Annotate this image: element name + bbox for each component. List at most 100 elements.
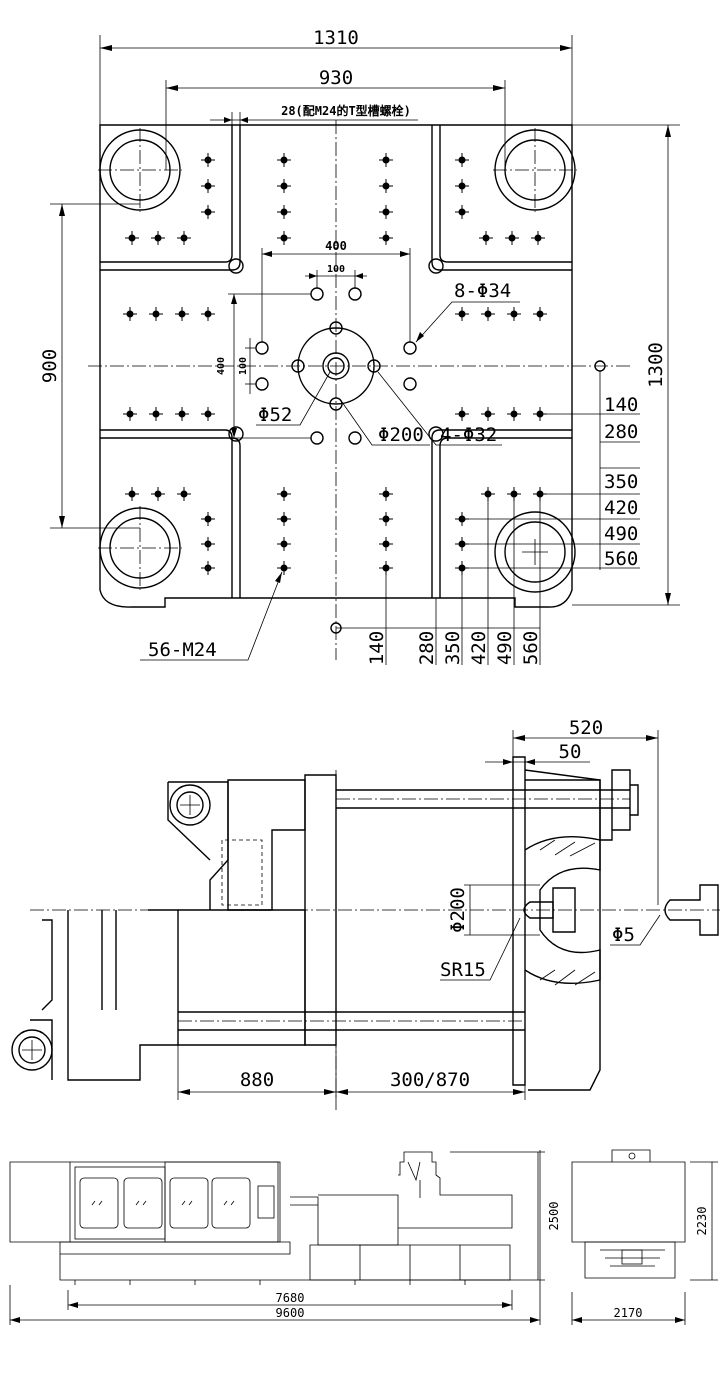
tiebars <box>178 789 630 1031</box>
side-dims <box>177 730 661 1100</box>
tiebar-holes <box>99 129 576 593</box>
thread-hole-cross <box>277 153 291 167</box>
dim-bottom-offset-5: 490 <box>494 631 516 665</box>
thread-hole-cross <box>277 512 291 526</box>
dim-hole-span: 400 <box>325 239 347 253</box>
thread-hole-cross <box>149 407 163 421</box>
dim-clamp-len: 880 <box>240 1069 274 1091</box>
thread-hole-cross <box>507 307 521 321</box>
thread-hole-cross <box>507 407 521 421</box>
thread-hole-cross <box>277 561 291 575</box>
inner-dims <box>228 248 411 439</box>
thread-hole-cross <box>201 179 215 193</box>
dim-right-offset-4: 420 <box>604 497 638 519</box>
dim-tiebar-span-h: 930 <box>319 67 353 89</box>
thread-hole-cross <box>201 561 215 575</box>
dim-end-height: 2230 <box>695 1207 709 1236</box>
dim-bottom-offset-2: 280 <box>416 631 438 665</box>
thread-hole-cross <box>125 231 139 245</box>
thread-hole-cross <box>201 307 215 321</box>
thread-hole-cross <box>479 231 493 245</box>
dim-platen-width: 1310 <box>313 27 359 49</box>
tslot-corner-circle <box>228 258 244 274</box>
dim-machine-width: 2170 <box>614 1306 643 1320</box>
thread-hole-cross <box>533 307 547 321</box>
dim-bottom-offset-4: 420 <box>468 631 490 665</box>
tslot-top-right <box>431 125 572 271</box>
thread-hole-cross <box>277 537 291 551</box>
thread-hole-cross <box>125 487 139 501</box>
thread-hole-cross <box>455 205 469 219</box>
thread-hole-cross <box>175 407 189 421</box>
right-offset-dims <box>462 371 640 570</box>
dim-hole-span-v: 400 <box>216 357 227 375</box>
dim-right-offset-6: 560 <box>604 548 638 570</box>
dim-stroke-total: 520 <box>569 717 603 739</box>
dim-right-offset-1: 140 <box>604 394 638 416</box>
dim-frame-length: 7680 <box>276 1291 305 1305</box>
thread-hole-cross <box>379 179 393 193</box>
label-thread-holes: 56-M24 <box>148 639 217 661</box>
thread-hole-cross <box>481 407 495 421</box>
thread-hole-cross <box>455 153 469 167</box>
dim-bottom-offset-1: 140 <box>366 631 388 665</box>
thread-hole-cross <box>455 407 469 421</box>
tslot-corner-circle <box>228 426 244 442</box>
dim-offset: 50 <box>559 741 582 763</box>
thread-hole-cross <box>379 205 393 219</box>
dim-machine-height: 2500 <box>547 1202 561 1231</box>
thread-hole-cross <box>277 231 291 245</box>
thread-holes <box>123 153 547 575</box>
thread-hole-cross <box>379 153 393 167</box>
thread-hole-cross <box>379 487 393 501</box>
thread-hole-cross <box>531 231 545 245</box>
dim-tiebar-span-v: 900 <box>39 349 61 383</box>
bottom-offset-dims <box>336 494 541 665</box>
leaders <box>140 301 520 661</box>
thread-hole-cross <box>123 307 137 321</box>
machine-front-view <box>9 1150 545 1325</box>
tslot-corner-circle <box>428 258 444 274</box>
tslot-top-left <box>100 125 241 271</box>
dim-right-offset-5: 490 <box>604 523 638 545</box>
tslot-corner-circle <box>428 426 444 442</box>
thread-hole-cross <box>175 307 189 321</box>
thread-hole-cross <box>379 231 393 245</box>
thread-hole-cross <box>201 537 215 551</box>
machine-end-view <box>571 1149 718 1325</box>
thread-hole-cross <box>123 407 137 421</box>
dim-hole-pitch: 100 <box>327 264 345 275</box>
moving-platen <box>11 774 337 1081</box>
side-section-view: 520 50 Φ200 SR15 Φ5 880 300/870 <box>11 717 720 1110</box>
center-bore <box>291 321 381 411</box>
tslot-bottom-left <box>100 429 241 598</box>
dim-right-offset-2: 280 <box>604 421 638 443</box>
platen-top-dims <box>99 35 573 170</box>
label-nozzle-radius: SR15 <box>440 959 486 981</box>
thread-hole-cross <box>379 512 393 526</box>
thread-hole-cross <box>481 307 495 321</box>
dim-platen-height: 1300 <box>645 342 667 388</box>
label-hole-spec: 8-Φ34 <box>454 280 511 302</box>
thread-hole-cross <box>277 487 291 501</box>
thread-hole-cross <box>455 179 469 193</box>
thread-hole-cross <box>177 487 191 501</box>
thread-hole-cross <box>379 537 393 551</box>
thread-hole-cross <box>201 512 215 526</box>
label-center-bore: Φ52 <box>258 404 292 426</box>
label-ejector-holes: 4-Φ32 <box>440 424 497 446</box>
thread-hole-cross <box>277 205 291 219</box>
thread-hole-cross <box>201 407 215 421</box>
dim-total-length: 9600 <box>276 1306 305 1320</box>
dim-right-offset-3: 350 <box>604 471 638 493</box>
platen-left-dims <box>50 203 140 529</box>
thread-hole-cross <box>177 231 191 245</box>
platen-outline <box>99 124 573 608</box>
thread-hole-cross <box>151 231 165 245</box>
dim-ring-dia: Φ200 <box>447 887 469 933</box>
platen-right-dims <box>572 124 680 606</box>
thread-hole-cross <box>201 205 215 219</box>
dim-bottom-offset-3: 350 <box>442 631 464 665</box>
platen-view: 1310 930 28(配M24的T型槽螺栓) 1300 900 <box>39 27 680 665</box>
